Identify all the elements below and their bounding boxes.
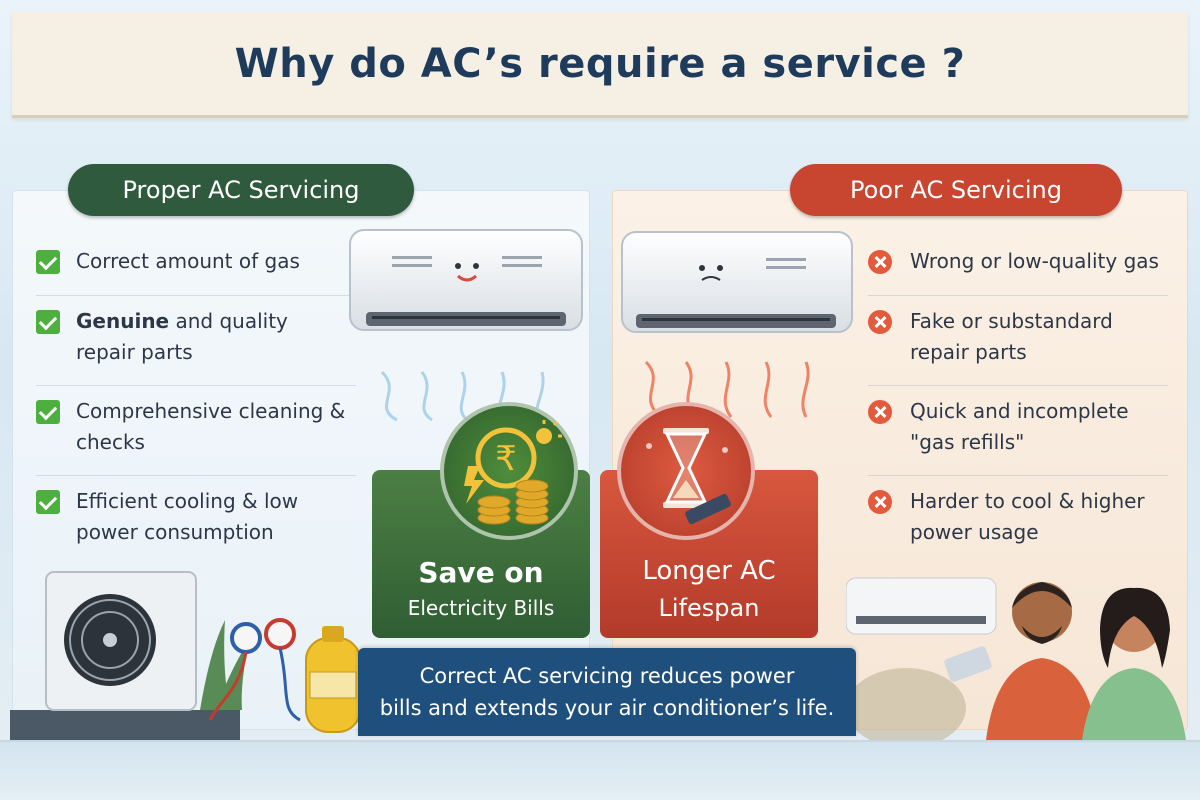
bottom-strip xyxy=(0,740,1200,800)
list-item-text: Correct amount of gas xyxy=(76,249,300,273)
happy-couple-illustration xyxy=(846,577,1186,740)
summary-line1: Correct AC servicing reduces power xyxy=(419,664,795,688)
list-item-text: Comprehensive cleaning & checks xyxy=(76,399,346,454)
save-badge-line1: Save on xyxy=(418,556,544,589)
save-badge-line2: Electricity Bills xyxy=(407,596,555,620)
title-band: Why do AC’s require a service ? xyxy=(12,12,1188,118)
happy-ac-unit-icon xyxy=(349,229,583,422)
list-item: Efficient cooling & low power consumptio… xyxy=(36,476,356,556)
list-item-text: Fake or substandard repair parts xyxy=(910,309,1113,364)
svg-text:₹: ₹ xyxy=(495,439,517,479)
strained-ac-unit-icon xyxy=(621,231,853,419)
rupee-coins-icon: ₹ xyxy=(440,402,578,540)
lifespan-badge-line1: Longer AC xyxy=(642,556,776,586)
lifespan-badge-line2: Lifespan xyxy=(658,594,760,622)
poor-servicing-heading: Poor AC Servicing xyxy=(790,164,1122,216)
list-item: Fake or substandard repair parts xyxy=(868,296,1168,386)
check-icon xyxy=(36,490,60,514)
list-item-rest-text: and quality repair parts xyxy=(76,309,288,364)
proper-servicing-heading: Proper AC Servicing xyxy=(68,164,414,216)
list-item: Correct amount of gas xyxy=(36,240,356,296)
check-icon xyxy=(36,310,60,334)
check-icon xyxy=(36,400,60,424)
list-item: Wrong or low-quality gas xyxy=(868,240,1168,296)
page-title: Why do AC’s require a service ? xyxy=(234,40,966,87)
hourglass-icon xyxy=(617,402,755,540)
cross-icon xyxy=(868,310,892,334)
proper-servicing-list: Correct amount of gas Genuine and qualit… xyxy=(36,240,356,556)
hourglass-svg xyxy=(646,428,731,525)
list-item-text: Harder to cool & higher power usage xyxy=(910,489,1145,544)
list-item: Genuine and quality repair parts xyxy=(36,296,356,386)
list-item: Harder to cool & higher power usage xyxy=(868,476,1168,556)
list-item-text: Quick and incomplete "gas refills" xyxy=(910,399,1129,454)
list-item: Quick and incomplete "gas refills" xyxy=(868,386,1168,476)
cross-icon xyxy=(868,250,892,274)
check-icon xyxy=(36,250,60,274)
list-item: Comprehensive cleaning & checks xyxy=(36,386,356,476)
summary-line2: bills and extends your air conditioner’s… xyxy=(379,696,835,720)
list-item-text: Efficient cooling & low power consumptio… xyxy=(76,489,299,544)
rupee-coins-svg: ₹ xyxy=(464,420,562,525)
cross-icon xyxy=(868,490,892,514)
cross-icon xyxy=(868,400,892,424)
summary-banner: Correct AC servicing reduces power bills… xyxy=(358,648,856,736)
list-item-text: Wrong or low-quality gas xyxy=(910,249,1159,273)
list-item-text: Genuine and quality repair parts xyxy=(76,306,346,368)
list-item-bold-text: Genuine xyxy=(76,309,170,333)
outdoor-unit-tools-illustration xyxy=(10,571,360,740)
poor-servicing-list: Wrong or low-quality gas Fake or substan… xyxy=(868,240,1168,556)
